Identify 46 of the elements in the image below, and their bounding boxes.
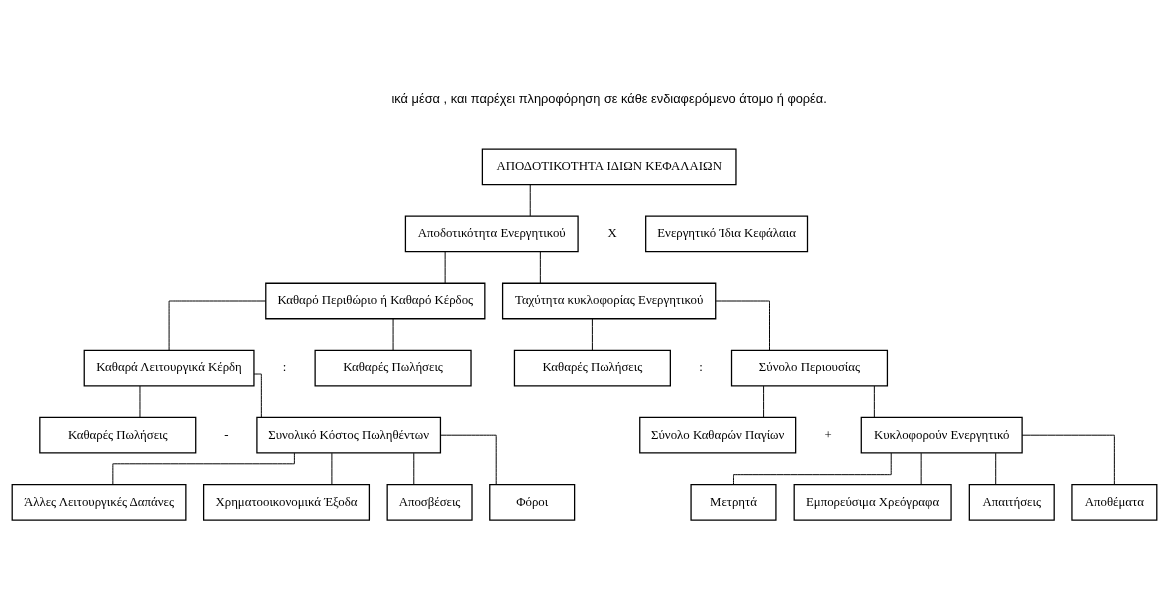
node-box: Απαιτήσεις — [968, 483, 1055, 521]
node-box: Αποθέματα — [1071, 483, 1158, 521]
connector — [1021, 434, 1115, 485]
node-box: Σύνολο Καθαρών Παγίων — [639, 416, 797, 454]
label: + — [824, 427, 832, 442]
connector — [920, 452, 922, 485]
node-box: Μετρητά — [690, 483, 777, 521]
connector — [733, 452, 892, 485]
node-box: Σύνολο Περιουσίας — [730, 349, 889, 386]
connector — [331, 452, 333, 485]
connector — [139, 385, 141, 418]
label: : — [282, 359, 287, 374]
connector — [112, 452, 295, 485]
label: : — [699, 359, 703, 374]
label: ικά μέσα , και παρέχει πληροφόρηση σε κάθε ενδιαφερόμενο άτομο ή φορέα. — [391, 90, 827, 106]
node-box: Συνολικό Κόστος Πωληθέντων — [256, 416, 442, 454]
connector — [168, 300, 267, 351]
node-box: Καθαρές Πωλήσεις — [314, 349, 472, 386]
node-box: Χρηματοοικονομικά Έξοδα — [203, 483, 371, 521]
node-box: Καθαρές Πωλήσεις — [39, 416, 197, 454]
connector — [444, 250, 446, 283]
node-box: Αποδοτικότητα Ενεργητικού — [404, 215, 579, 252]
node-box: ΑΠΟΔΟΤΙΚΟΤΗΤΑ ΙΔΙΩΝ ΚΕΦΑΛΑΙΩΝ — [481, 147, 737, 185]
connector — [253, 373, 262, 418]
node-box: Άλλες Λειτουργικές Δαπάνες — [11, 483, 187, 521]
connector — [763, 385, 765, 418]
connector — [413, 452, 415, 485]
node-box: Κυκλοφορούν Ενεργητικό — [860, 416, 1023, 454]
node-box: Αποσβέσεις — [386, 483, 473, 521]
connector — [995, 452, 997, 485]
node-box: Καθαρό Περιθώριο ή Καθαρό Κέρδος — [265, 282, 486, 319]
label: X — [607, 225, 617, 240]
node-box: Καθαρά Λειτουργικά Κέρδη — [83, 349, 255, 386]
connector — [539, 250, 541, 283]
node-box: Φόροι — [489, 483, 576, 521]
connector — [591, 318, 593, 351]
connector — [440, 434, 497, 485]
connector — [392, 318, 394, 351]
node-box: Καθαρές Πωλήσεις — [513, 349, 671, 386]
connector — [715, 300, 770, 351]
connector — [529, 183, 531, 216]
connector — [873, 385, 875, 418]
node-box: Ταχύτητα κυκλοφορίας Ενεργητικού — [501, 282, 717, 319]
node-box: Ενεργητικό Ίδια Κεφάλαια — [645, 215, 809, 252]
label: - — [224, 427, 229, 442]
node-box: Εμπορεύσιμα Χρεόγραφα — [793, 483, 952, 521]
